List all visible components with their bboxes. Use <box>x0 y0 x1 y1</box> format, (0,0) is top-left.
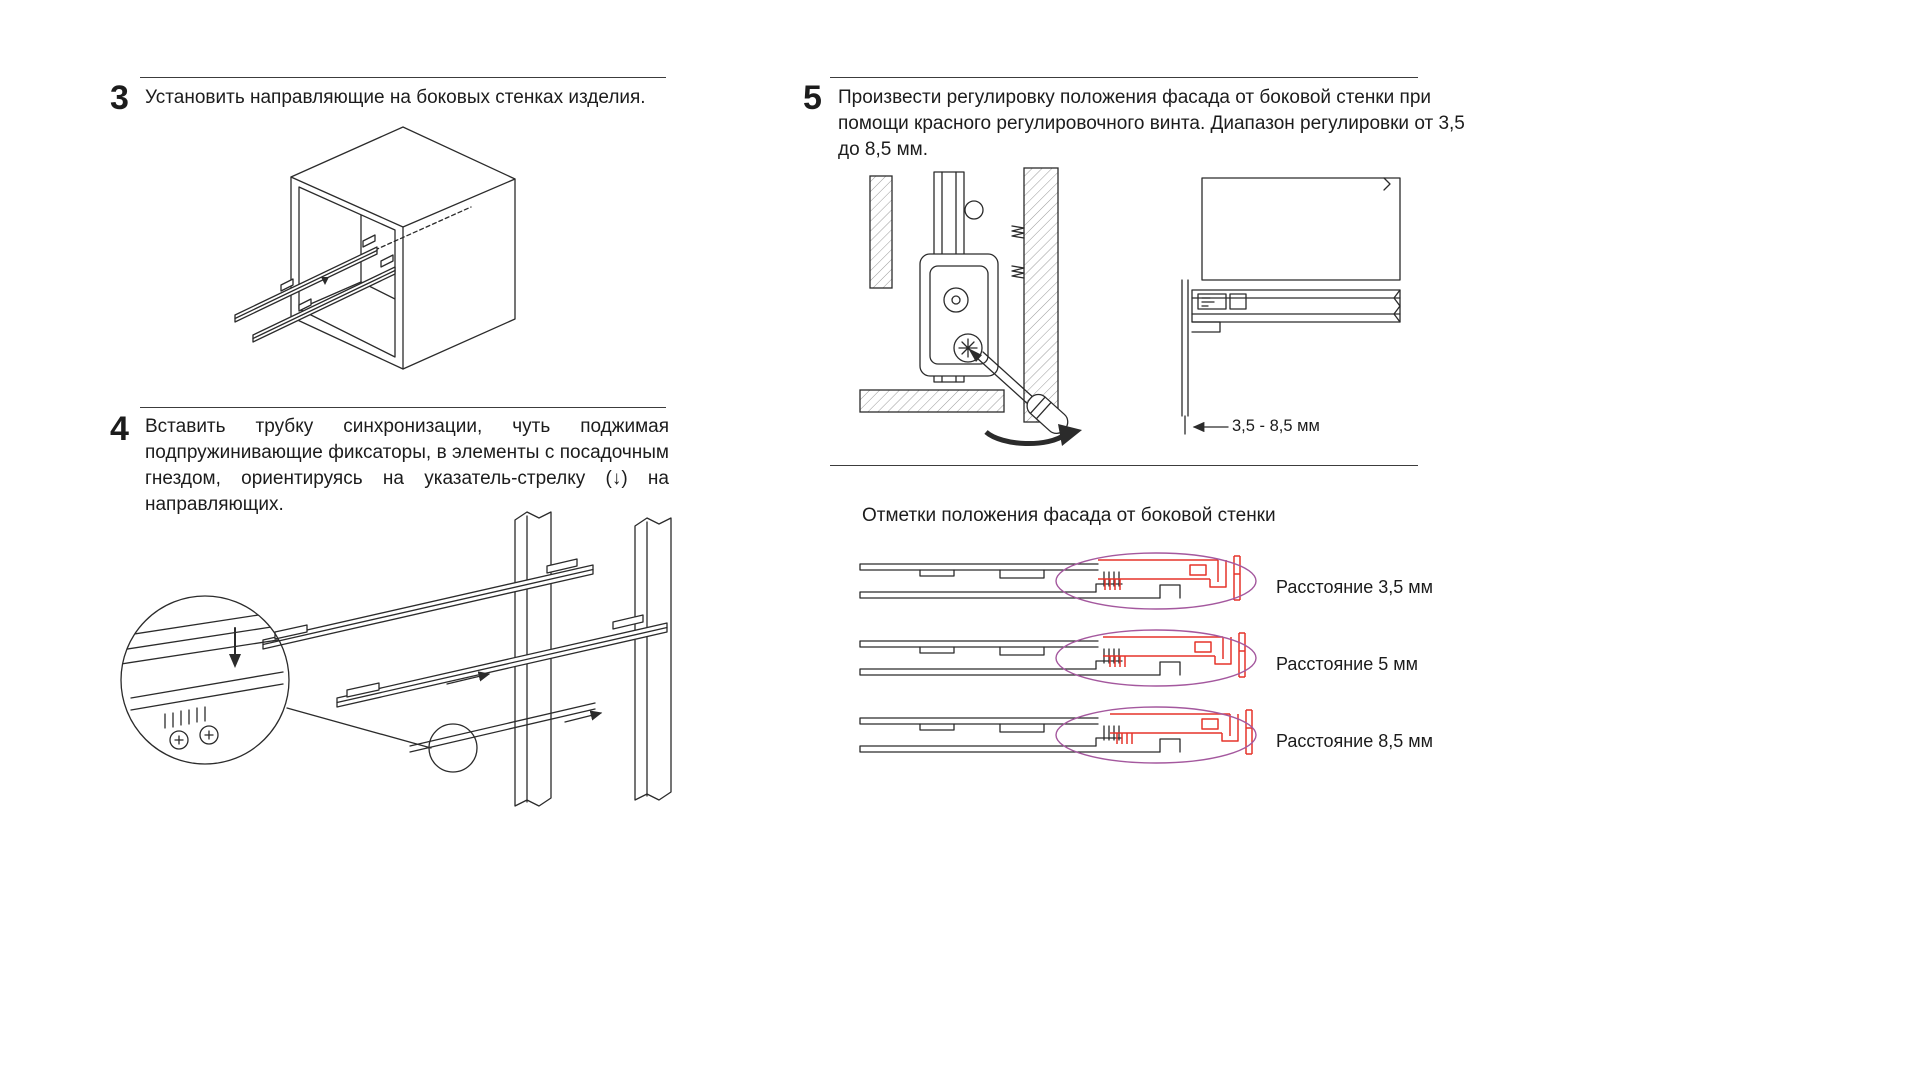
red-fascia-bracket <box>1098 555 1241 601</box>
sync-tube <box>409 671 603 753</box>
mark-label: Расстояние 8,5 мм <box>1276 731 1433 751</box>
side-view-drawing <box>1181 177 1401 435</box>
slide-profile <box>859 563 1181 599</box>
fascia-panel-edge <box>1181 279 1189 435</box>
figure-adjustment <box>856 166 1106 454</box>
red-fascia-bracket <box>1103 632 1246 678</box>
adjustment-drawing <box>859 167 1082 446</box>
mark-row-5: Расстояние 5 мм <box>858 629 1433 709</box>
step-4-number: 4 <box>110 410 129 448</box>
mark-row-3-5: Расстояние 3,5 мм <box>858 552 1433 632</box>
cabinet-carcass <box>290 126 516 370</box>
wall-screws <box>1011 225 1025 279</box>
magnifier-detail <box>120 595 290 765</box>
sync-tube-drawing <box>120 511 672 807</box>
figure-side-view: 3,5 - 8,5 мм <box>1158 176 1408 454</box>
figure-cabinet <box>225 115 565 407</box>
step-3-number: 3 <box>110 79 129 117</box>
hatched-sections <box>859 167 1059 423</box>
divider-step-3 <box>140 77 666 78</box>
slide-profile <box>859 640 1181 676</box>
divider-marks <box>830 465 1418 466</box>
highlight-ellipse <box>1055 706 1257 764</box>
divider-step-4 <box>140 407 666 408</box>
highlight-ellipse <box>1055 552 1257 610</box>
step-5-number: 5 <box>803 79 822 117</box>
mark-label: Расстояние 5 мм <box>1276 654 1418 674</box>
step-4-text: Вставить трубку синхронизации, чуть подж… <box>145 416 669 515</box>
marks-section-title: Отметки положения фасада от боковой стен… <box>862 505 1276 526</box>
slide-rail-side <box>1191 289 1401 333</box>
divider-step-5 <box>830 77 1418 78</box>
dimension-label: 3,5 - 8,5 мм <box>1232 417 1320 435</box>
red-fascia-bracket <box>1110 709 1253 755</box>
drawer-slide-rails <box>234 206 472 343</box>
step-5-text: Произвести регулировку положения фасада … <box>838 87 1465 160</box>
figure-sync-tube <box>95 508 715 813</box>
slide-profile <box>859 717 1181 753</box>
mark-diagram-8-5 <box>859 706 1257 764</box>
pointer-arrow-icon <box>229 654 241 668</box>
mark-diagram-3-5 <box>859 552 1257 610</box>
mark-diagram-5 <box>859 629 1257 687</box>
cabinet-side-panel <box>1201 177 1401 281</box>
rotation-arrow-icon <box>984 424 1082 446</box>
mark-label: Расстояние 3,5 мм <box>1276 577 1433 597</box>
direction-arrow-icon <box>321 277 329 285</box>
highlight-ellipse <box>1055 629 1257 687</box>
connection-highlight-circle <box>428 723 478 773</box>
slide-rail-upper <box>262 558 594 650</box>
screwdriver <box>968 348 1069 435</box>
mark-row-8-5: Расстояние 8,5 мм <box>858 706 1433 786</box>
step-3-text: Установить направляющие на боковых стенк… <box>145 87 646 108</box>
slide-rail-lower <box>336 614 668 708</box>
magnifier-leader-line <box>286 707 432 749</box>
cabinet-drawing <box>234 126 516 370</box>
